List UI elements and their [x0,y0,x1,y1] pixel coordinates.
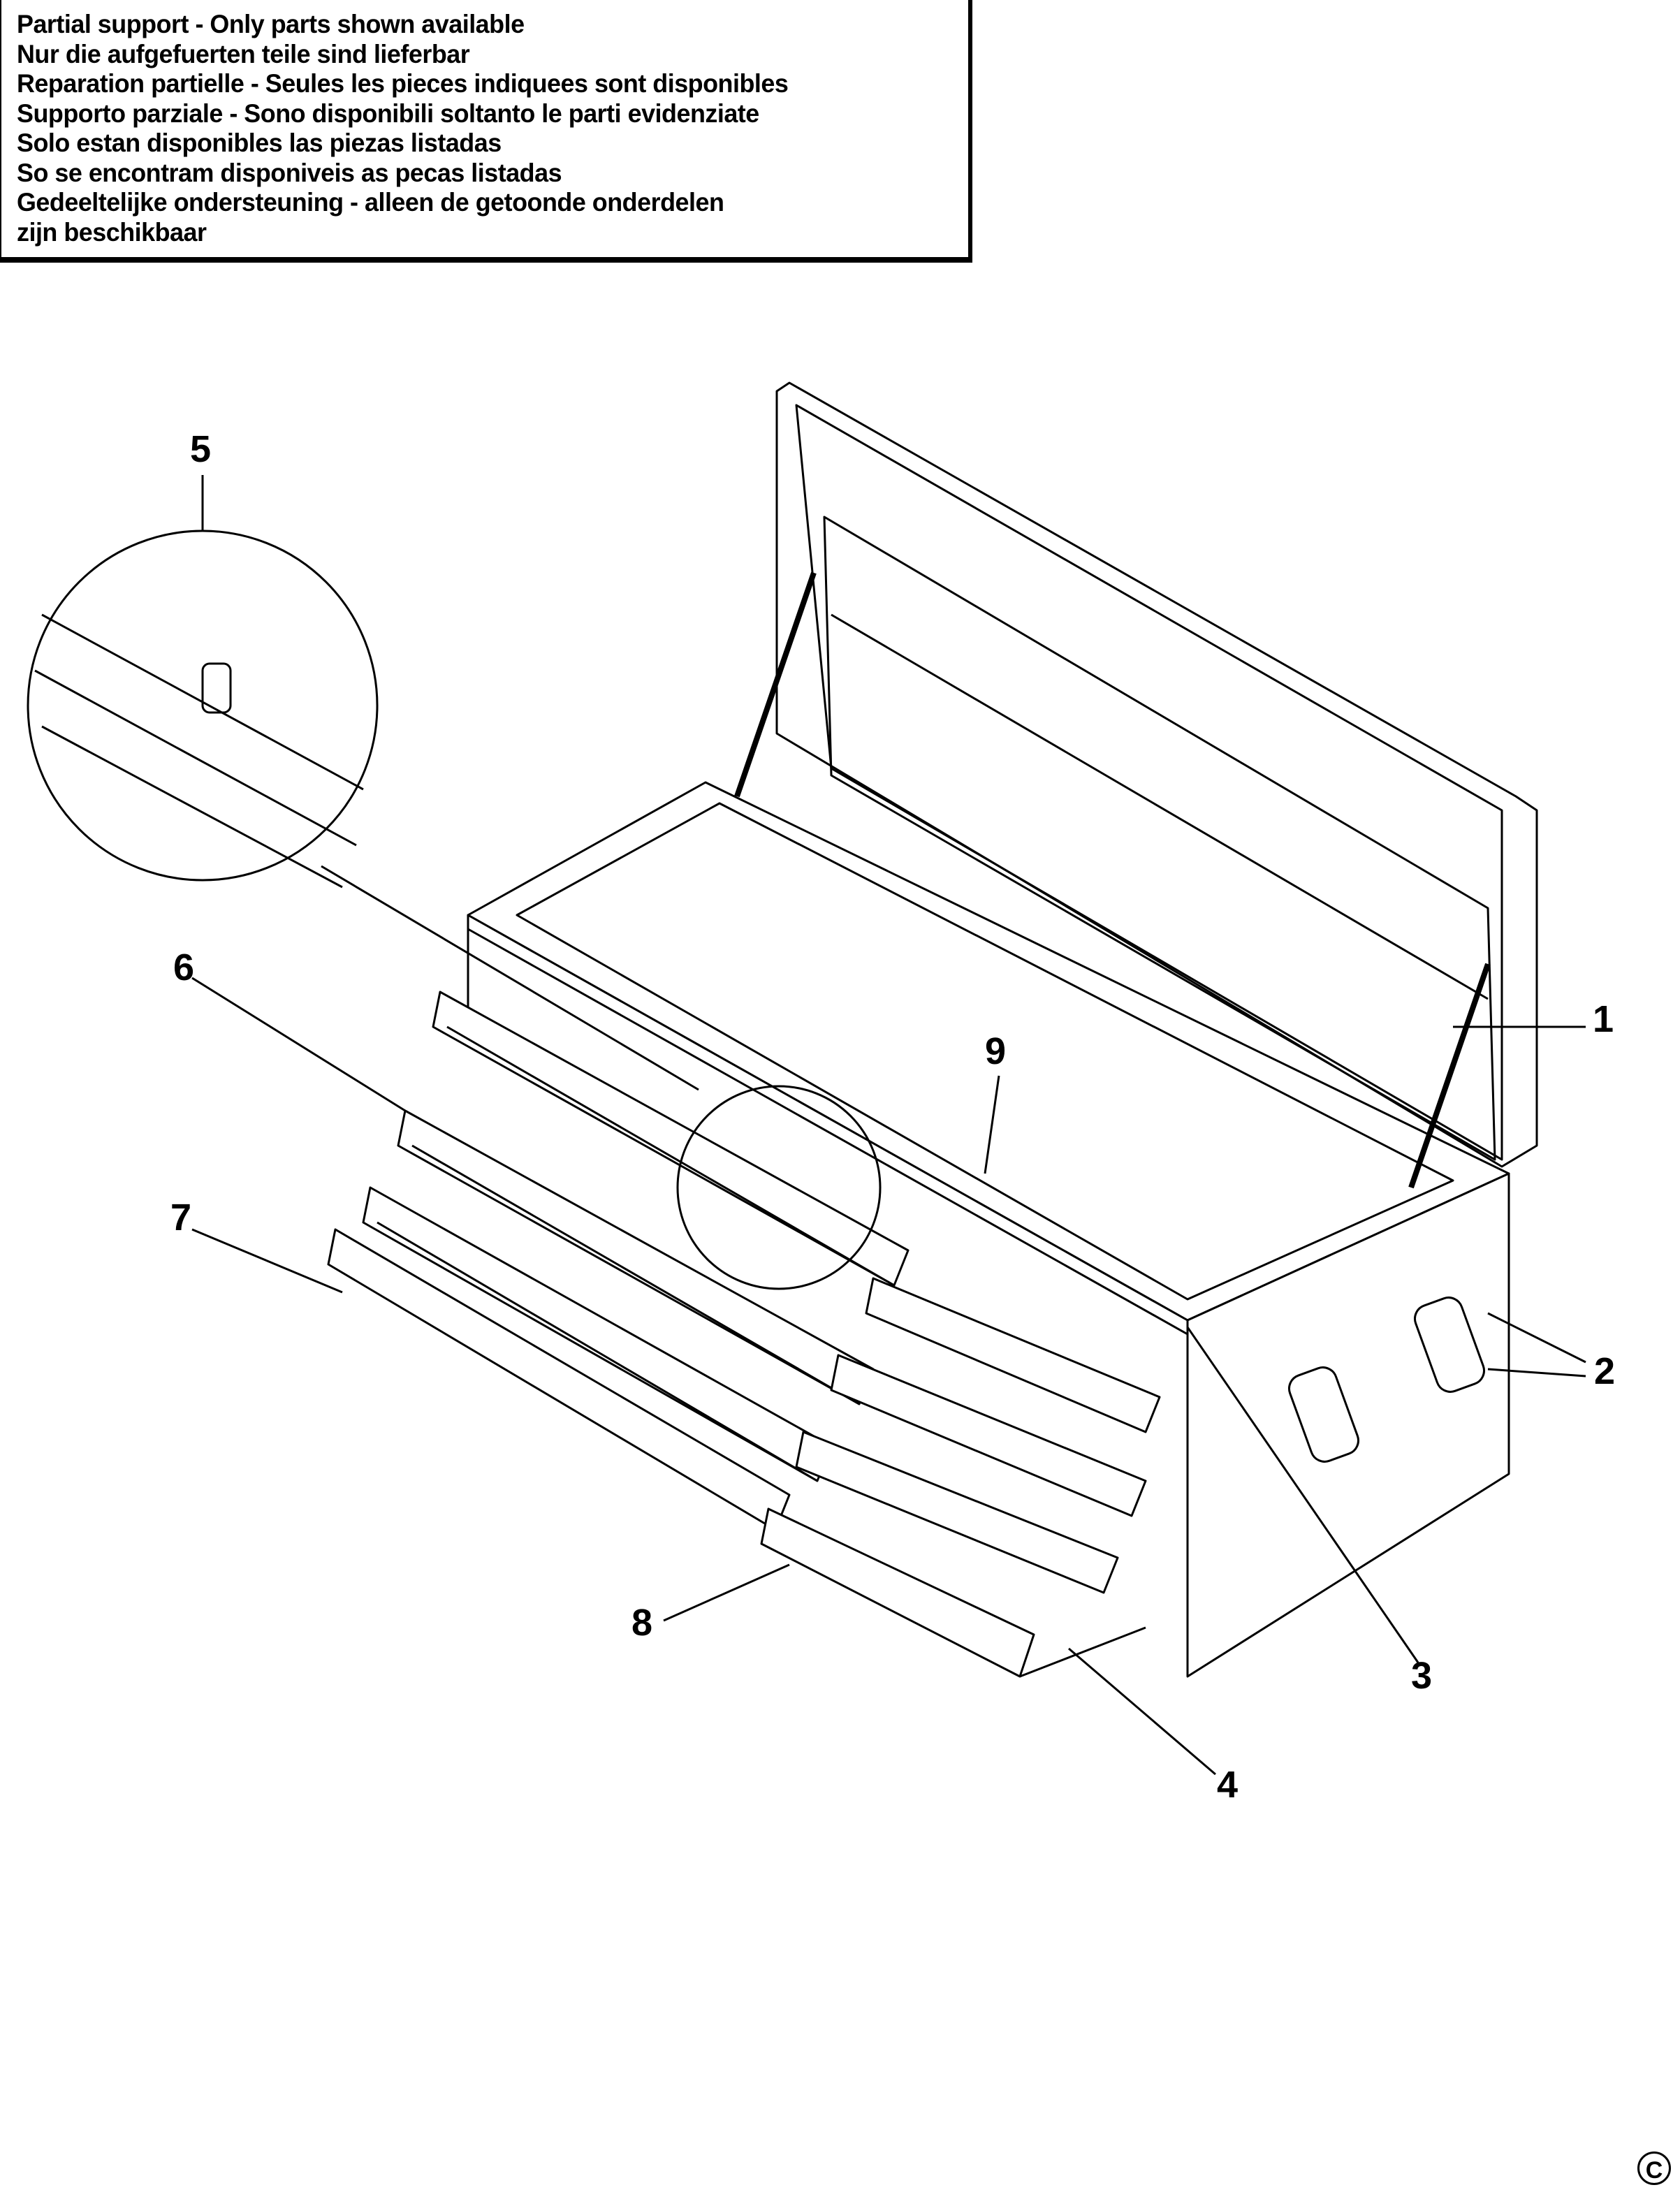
notice-line-nl: Gedeeltelijke ondersteuning - alleen de … [17,188,724,217]
callout-3: 3 [1411,1655,1433,1697]
notice-line-de: Nur die aufgefuerten teile sind lieferba… [17,39,470,68]
gas-strut-left [734,571,817,798]
drawers-right [760,1277,1161,1678]
drawers-left [327,991,910,1531]
copyright-symbol: C [1637,2151,1671,2185]
lock-location-circle [676,1085,882,1290]
notice-line-fr: Reparation partielle - Seules les pieces… [17,69,789,98]
callout-4: 4 [1217,1764,1239,1806]
notice-line-es: Solo estan disponibles las piezas listad… [17,129,502,157]
lid [775,381,1538,1168]
notice-line-pt: So se encontram disponiveis as pecas lis… [17,158,562,187]
callout-5: 5 [190,428,212,470]
side-handles [1288,1296,1485,1463]
notice-line-nl-2: zijn beschikbaar [17,217,207,247]
callout-9: 9 [985,1030,1007,1072]
partial-support-notice: Partial support - Only parts shown avail… [0,0,972,263]
callout-1: 1 [1593,998,1614,1040]
notice-line-en: Partial support - Only parts shown avail… [17,10,525,38]
callout-2: 2 [1594,1350,1616,1392]
chest-body [467,781,1510,1678]
gas-strut-right [1408,963,1491,1189]
callout-6: 6 [173,947,195,988]
leader-lines [191,475,1586,1776]
callout-7: 7 [170,1197,192,1239]
callout-8: 8 [631,1602,653,1644]
notice-line-it: Supporto parziale - Sono disponibili sol… [17,98,759,128]
